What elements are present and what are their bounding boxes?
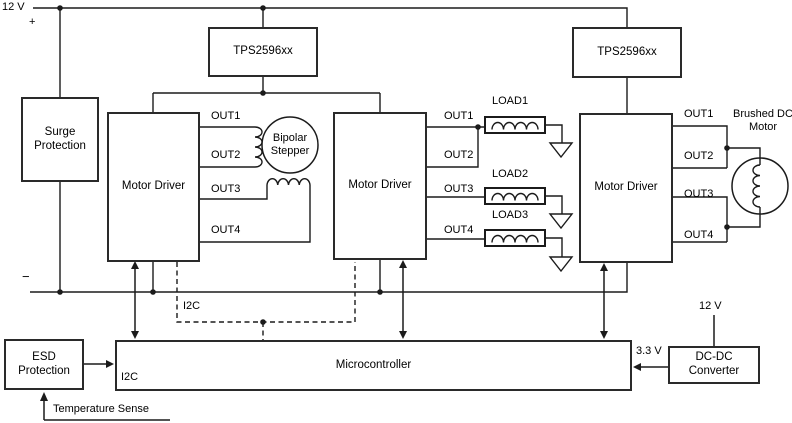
label-i2c-bus: I2C (183, 300, 201, 312)
load2-inductor (491, 192, 539, 201)
brushed-dc-motor-symbol (673, 125, 789, 243)
surge-protection-label: Surge Protection (34, 125, 86, 152)
block-esd-protection: ESD Protection (4, 339, 84, 390)
junction-dot (260, 90, 266, 96)
tps2596-right-label: TPS2596xx (597, 45, 657, 58)
label-driver1-out4: OUT4 (211, 224, 241, 236)
ground-rail (30, 182, 628, 295)
label-driver3-out2: OUT2 (684, 150, 714, 162)
junction-dot (57, 289, 63, 295)
motor-driver-3-label: Motor Driver (594, 181, 658, 194)
label-load2: LOAD2 (492, 168, 529, 180)
bipolar-stepper-symbol (200, 116, 319, 243)
block-motor-driver-3: Motor Driver (579, 113, 673, 263)
block-motor-driver-1: Motor Driver (107, 112, 200, 262)
mcu-data-arrows (131, 260, 608, 339)
load-output-wires (427, 116, 574, 273)
dc-motor-winding (752, 164, 761, 208)
label-driver3-out4: OUT4 (684, 229, 714, 241)
minus-sign: − (22, 269, 30, 284)
dcdc-converter-label: DC-DC Converter (688, 351, 740, 377)
positive-supply-rail (33, 5, 628, 97)
block-tps2596-right: TPS2596xx (572, 27, 682, 78)
block-tps2596-left: TPS2596xx (208, 27, 318, 77)
label-12v-dcdc-input: 12 V (699, 300, 722, 312)
label-temperature-sense: Temperature Sense (53, 403, 149, 415)
label-driver2-out2: OUT2 (444, 149, 474, 161)
junction-dot (57, 5, 63, 11)
motor-driver-2-label: Motor Driver (348, 179, 412, 192)
label-driver3-out3: OUT3 (684, 188, 714, 200)
label-driver2-out3: OUT3 (444, 183, 474, 195)
junction-dot (260, 319, 266, 325)
block-microcontroller: Microcontroller (115, 340, 632, 391)
label-i2c-port: I2C (121, 371, 139, 383)
label-driver1-out1: OUT1 (211, 110, 241, 122)
block-motor-driver-2: Motor Driver (333, 112, 427, 260)
block-dcdc-converter: DC-DC Converter (668, 346, 760, 384)
tps2596-left-label: TPS2596xx (233, 45, 293, 58)
tps-left-output-wires (152, 77, 381, 112)
label-load3: LOAD3 (492, 209, 529, 221)
motor-driver-1-label: Motor Driver (121, 180, 186, 193)
load1-inductor (491, 121, 539, 130)
label-driver2-out4: OUT4 (444, 224, 474, 236)
stepper-winding-b (266, 177, 311, 186)
label-brushed-dc-motor: Brushed DC Motor (733, 108, 792, 133)
junction-dot (260, 5, 266, 11)
label-driver2-out1: OUT1 (444, 110, 474, 122)
ground-symbol (548, 256, 574, 273)
i2c-dashed-bus (176, 262, 356, 340)
esd-protection-label: ESD Protection (18, 350, 70, 377)
label-driver1-out2: OUT2 (211, 149, 241, 161)
load3-inductor (491, 234, 539, 243)
temperature-sense-wire (40, 392, 170, 421)
junction-dot (150, 289, 156, 295)
label-bipolar-stepper: Bipolar Stepper (270, 132, 310, 157)
label-driver1-out3: OUT3 (211, 183, 241, 195)
label-load1: LOAD1 (492, 95, 529, 107)
microcontroller-label: Microcontroller (335, 358, 412, 371)
ground-symbol (548, 213, 574, 230)
label-3v3-rail: 3.3 V (636, 345, 662, 357)
label-12v-supply: 12 V (2, 1, 25, 13)
plus-sign: + (29, 16, 36, 28)
stepper-circle (261, 116, 319, 174)
junction-dot (377, 289, 383, 295)
label-driver3-out1: OUT1 (684, 108, 714, 120)
dcdc-wires (633, 315, 715, 371)
stepper-winding-a (254, 126, 263, 168)
block-surge-protection: Surge Protection (21, 97, 99, 182)
junction-dot (475, 124, 481, 130)
ground-symbol (548, 142, 574, 159)
esd-to-mcu-arrow (84, 360, 114, 368)
